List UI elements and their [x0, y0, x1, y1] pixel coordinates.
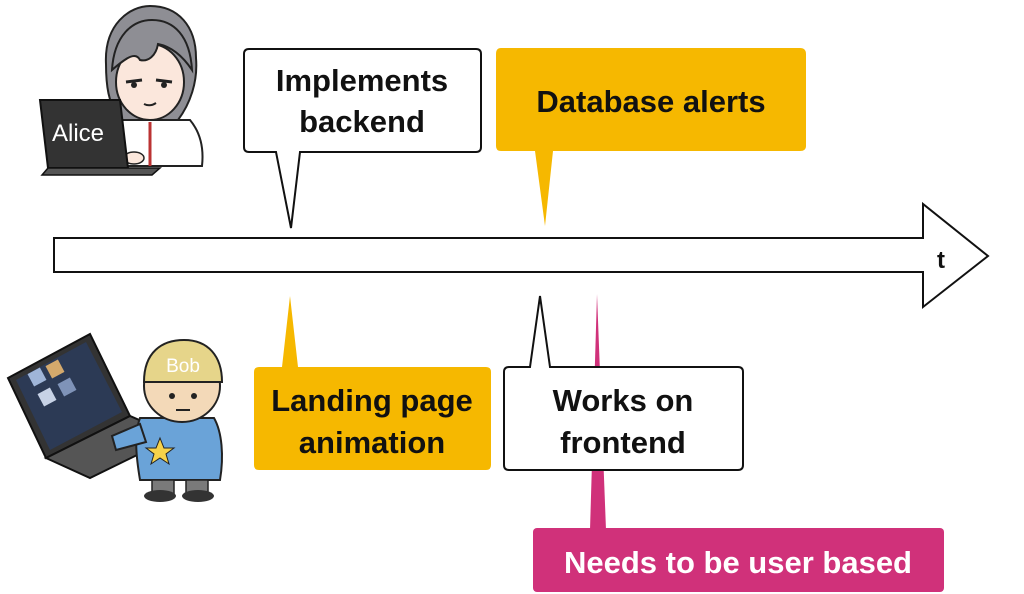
bob-name-label: Bob [166, 356, 200, 377]
alice-figure: Alice [38, 4, 204, 176]
callout-needs-user-based: Needs to be user based [533, 528, 944, 592]
callout-implements-backend: Implements backend [243, 48, 482, 229]
alice-avatar [101, 4, 204, 167]
callout-implements-backend-line2: backend [299, 104, 425, 139]
callout-database-alerts: Database alerts [496, 48, 806, 226]
bob-figure: Bob [6, 332, 224, 502]
callout-landing-page-animation-line1: Landing page [271, 383, 473, 418]
alice-laptop-icon [38, 99, 162, 176]
timeline-axis-label: t [937, 247, 945, 274]
bob-avatar [110, 338, 224, 502]
callout-database-alerts-line1: Database alerts [536, 84, 765, 119]
callout-landing-page-animation: Landing page animation [254, 296, 491, 470]
timeline-arrow [53, 201, 990, 310]
bob-laptop-icon [6, 332, 179, 480]
callout-works-on-frontend-line2: frontend [560, 425, 686, 460]
callout-landing-page-animation-line2: animation [299, 425, 445, 460]
callout-implements-backend-line1: Implements [276, 63, 448, 98]
alice-name-label: Alice [52, 120, 104, 147]
callout-works-on-frontend-line1: Works on [553, 383, 694, 418]
callout-works-on-frontend: Works on frontend [503, 295, 744, 471]
callout-needs-user-based-line1: Needs to be user based [564, 545, 912, 580]
